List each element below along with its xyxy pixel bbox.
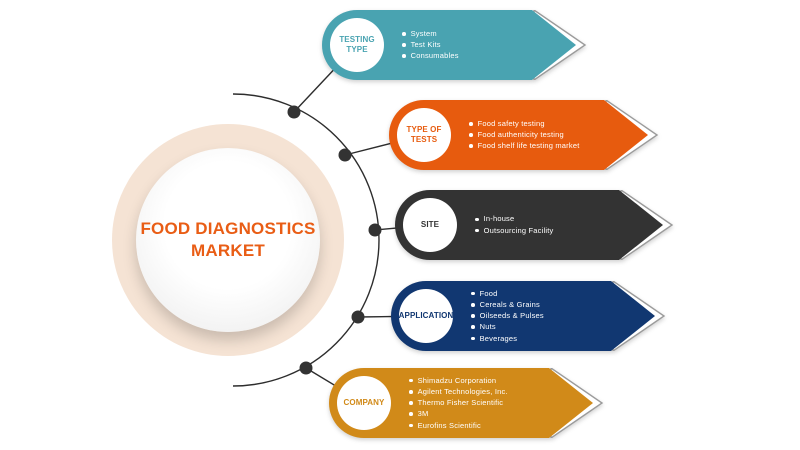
- banner-label: SITE: [420, 220, 440, 230]
- banner-circle: [397, 108, 451, 162]
- bullet-item: Nuts: [471, 322, 637, 332]
- bullet-item: Consumables: [402, 51, 558, 61]
- bullet-item: Agilent Technologies, Inc.: [409, 387, 575, 397]
- banner-bullet-list: Shimadzu Corporation Agilent Technologie…: [409, 368, 575, 438]
- banner-company: COMPANY Shimadzu Corporation Agilent Tec…: [329, 368, 605, 438]
- banner-circle: [403, 198, 457, 252]
- connector-dot: [299, 361, 313, 375]
- banner-label: COMPANY: [343, 398, 385, 408]
- banner-circle: [337, 376, 391, 430]
- connector-dot: [368, 223, 382, 237]
- bullet-item: Beverages: [471, 334, 637, 344]
- bullet-item: Shimadzu Corporation: [409, 376, 575, 386]
- connector-dot: [338, 148, 352, 162]
- banner-label: TYPE OF TESTS: [406, 125, 442, 144]
- bullet-item: Thermo Fisher Scientific: [409, 398, 575, 408]
- bullet-item: Oilseeds & Pulses: [471, 311, 637, 321]
- banner-bullet-list: Food safety testing Food authenticity te…: [469, 100, 630, 170]
- banner-circle: [330, 18, 384, 72]
- hub-circle: FOOD DIAGNOSTICS MARKET: [136, 148, 320, 332]
- bullet-item: 3M: [409, 409, 575, 419]
- banner-label: APPLICATION: [398, 311, 454, 321]
- bullet-item: Test Kits: [402, 40, 558, 50]
- bullet-item: Food shelf life testing market: [469, 141, 630, 151]
- connector-dot: [287, 105, 301, 119]
- page-title: FOOD DIAGNOSTICS MARKET: [140, 218, 316, 260]
- bullet-item: Cereals & Grains: [471, 300, 637, 310]
- connector-dot: [351, 310, 365, 324]
- bullet-item: Outsourcing Facility: [475, 226, 645, 236]
- bullet-item: Food: [471, 289, 637, 299]
- banner-application: APPLICATION Food Cereals & Grains Oilsee…: [391, 281, 667, 351]
- banner-circle: [399, 289, 453, 343]
- banner-label: TESTING TYPE: [339, 35, 375, 54]
- banner-site: SITE In-house Outsourcing Facility: [395, 190, 675, 260]
- banner-bullet-list: In-house Outsourcing Facility: [475, 190, 645, 260]
- bullet-item: System: [402, 29, 558, 39]
- banner-bullet-list: Food Cereals & Grains Oilseeds & Pulses …: [471, 281, 637, 351]
- banner-testing-type: TESTING TYPE System Test Kits Consumable…: [322, 10, 588, 80]
- banner-bullet-list: System Test Kits Consumables: [402, 10, 558, 80]
- bullet-item: Food authenticity testing: [469, 130, 630, 140]
- bullet-item: Food safety testing: [469, 119, 630, 129]
- bullet-item: In-house: [475, 214, 645, 224]
- banner-type-of-tests: TYPE OF TESTS Food safety testing Food a…: [389, 100, 660, 170]
- bullet-item: Eurofins Scientific: [409, 421, 575, 431]
